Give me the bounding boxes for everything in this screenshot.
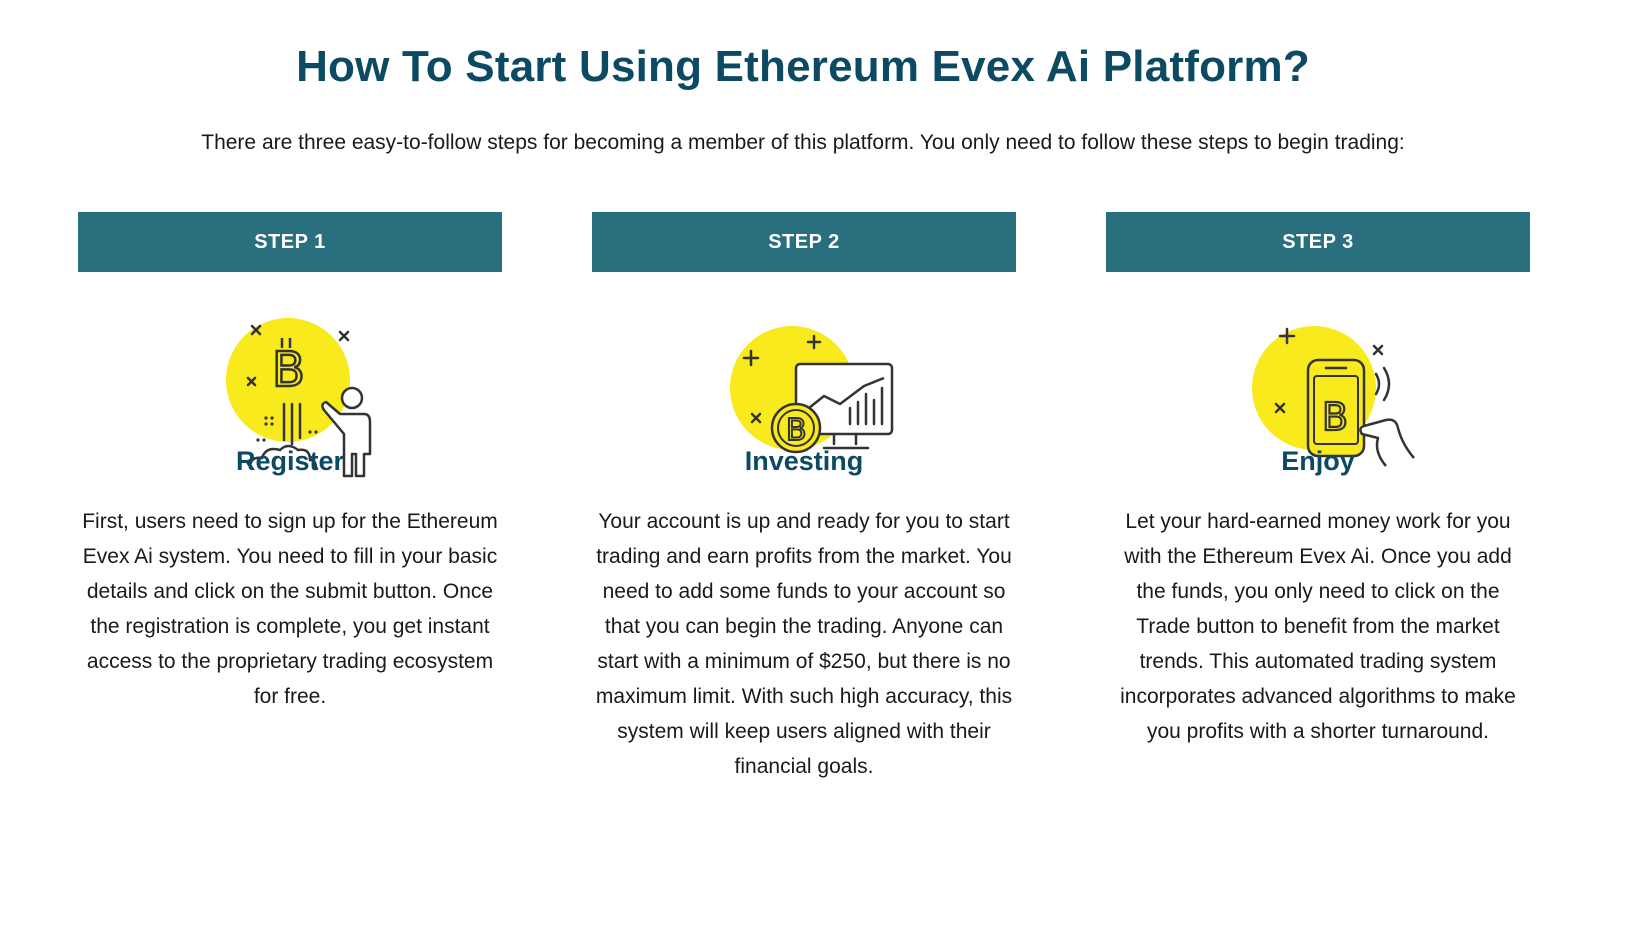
- step-card-2: STEP 2 B: [592, 212, 1016, 784]
- step-title: Investing: [744, 446, 864, 476]
- step-description: Let your hard-earned money work for you …: [1120, 510, 1516, 743]
- step-title: Register: [235, 446, 345, 476]
- bitcoin-person-pointing-icon: B: [226, 318, 372, 478]
- intro-text: There are three easy-to-follow steps for…: [201, 131, 1405, 154]
- step-description: First, users need to sign up for the Eth…: [82, 510, 498, 708]
- step-label-bar: STEP 3: [1106, 212, 1530, 272]
- page-title: How To Start Using Ethereum Evex Ai Plat…: [296, 42, 1310, 91]
- svg-text:B: B: [1322, 395, 1348, 439]
- step-description: Your account is up and ready for you to …: [595, 510, 1013, 778]
- bitcoin-chart-monitor-icon: B: [730, 326, 894, 454]
- svg-text:B: B: [272, 342, 305, 398]
- bitcoin-phone-tap-icon: B: [1252, 326, 1415, 467]
- step-card-1: STEP 1 B: [78, 212, 502, 714]
- svg-text:B: B: [786, 413, 807, 448]
- step-card-3: STEP 3 B Enjoy Let your hard: [1106, 212, 1530, 749]
- step-label-bar: STEP 2: [592, 212, 1016, 272]
- step-title: Enjoy: [1281, 446, 1355, 476]
- step-label-bar: STEP 1: [78, 212, 502, 272]
